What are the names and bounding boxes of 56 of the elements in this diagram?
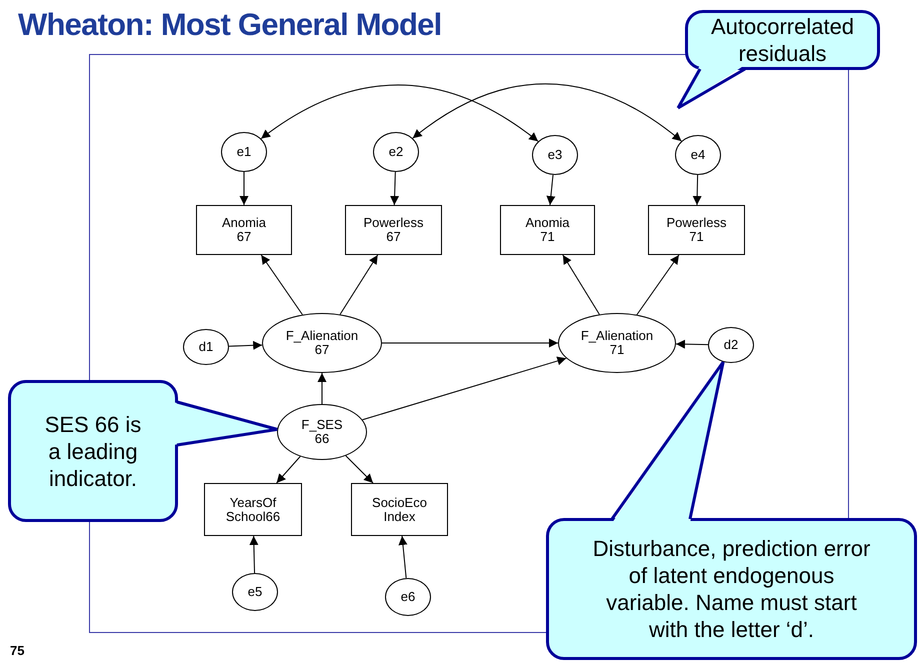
- callout-text: SES 66 is a leading indicator.: [44, 410, 142, 492]
- page-number: 75: [10, 642, 24, 660]
- arrow: [675, 340, 708, 349]
- arrow: [546, 174, 556, 206]
- variable-name: F_SES 66: [301, 418, 343, 446]
- arrow: [562, 254, 600, 315]
- arrow: [362, 356, 567, 420]
- variable-name: Powerless 71: [666, 216, 726, 244]
- observed-variable-box: [345, 205, 442, 255]
- arrow: [390, 172, 400, 206]
- arrow: [382, 338, 558, 348]
- variable-name: Powerless 67: [364, 216, 424, 244]
- variable-name: Anomia 67: [222, 216, 266, 244]
- arrow: [398, 536, 408, 579]
- variable-name: d1: [198, 340, 214, 354]
- variable-name: e6: [400, 590, 416, 604]
- arrow: [692, 174, 702, 206]
- arrow: [318, 372, 326, 404]
- arrow: [276, 456, 301, 484]
- variable-name: F_Alienation 67: [286, 329, 358, 357]
- arrow: [228, 340, 263, 350]
- arrow: [345, 455, 374, 484]
- covariance-arc: [260, 84, 539, 142]
- variable-name: e1: [236, 145, 252, 159]
- callout-text: Disturbance, prediction error of latent endogenous variable. Name must start with the letter ‘d’.: [592, 535, 872, 643]
- latent-variable-ellipse: [675, 135, 721, 175]
- observed-variable-box: [648, 205, 745, 255]
- variable-name: SocioEco Index: [372, 496, 427, 524]
- variable-name: YearsOf School66: [226, 496, 280, 524]
- latent-variable-ellipse: [232, 573, 278, 611]
- observed-variable-box: [351, 483, 448, 536]
- covariance-arc: [412, 83, 682, 142]
- variable-name: F_Alienation 71: [580, 329, 654, 357]
- latent-variable-ellipse: [532, 135, 578, 175]
- variable-name: e4: [690, 148, 706, 162]
- callout-text: Autocorrelated residuals: [710, 13, 856, 67]
- latent-variable-ellipse: [708, 327, 754, 363]
- latent-variable-ellipse: [385, 578, 431, 616]
- latent-variable-ellipse: [183, 329, 229, 365]
- slide-title: Wheaton: Most General Model: [18, 6, 442, 44]
- variable-name: e2: [388, 145, 404, 159]
- variable-name: e5: [248, 585, 262, 599]
- observed-variable-box: [196, 205, 292, 255]
- arrow: [249, 536, 258, 574]
- variable-name: Anomia 71: [525, 216, 570, 244]
- variable-name: e3: [548, 148, 562, 162]
- variable-name: d2: [724, 338, 738, 352]
- arrow: [340, 254, 378, 315]
- latent-variable-ellipse: [221, 132, 267, 172]
- observed-variable-box: [204, 483, 302, 536]
- arrow: [240, 172, 248, 206]
- observed-variable-box: [500, 205, 595, 255]
- arrow: [260, 254, 303, 316]
- arrow: [636, 254, 680, 316]
- latent-variable-ellipse: [373, 132, 419, 172]
- callout-bubble: [8, 380, 178, 522]
